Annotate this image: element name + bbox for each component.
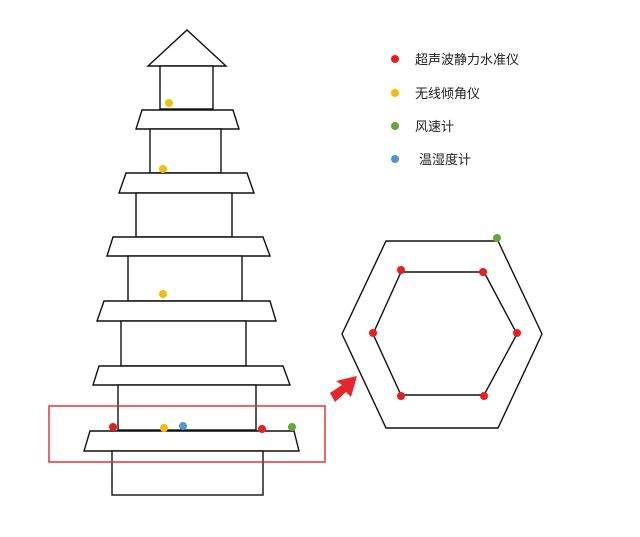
hexagon-inner [372,271,518,396]
sensor-ultrasonic-hex-4 [513,329,521,337]
legend-item-humidity: 温湿度计 [391,152,471,168]
sensor-ultrasonic-hex-1 [397,266,405,274]
pagoda-tier-2 [135,192,233,238]
legend-label-ultrasonic: 超声波静力水准仪 [415,53,519,68]
sensor-tilt-1 [165,99,173,107]
pagoda-eave-5 [92,365,292,386]
sensor-tilt-4 [160,424,168,432]
legend-item-tilt: 无线倾角仪 [391,87,480,102]
legend-dot-tilt [391,89,399,97]
pagoda-eave-1 [135,109,240,130]
legend-label-wind: 风速计 [415,120,454,135]
pagoda [83,29,300,496]
sensor-tilt-2 [159,165,167,173]
sensor-ultrasonic-hex-5 [397,392,405,400]
sensor-ultrasonic-right [258,425,266,433]
legend-label-humidity: 温湿度计 [419,152,471,168]
pagoda-eave-2 [118,172,255,194]
pagoda-tier-5 [117,384,257,431]
sensor-humidity [179,422,187,430]
sensor-ultrasonic-hex-6 [480,392,488,400]
sensor-ultrasonic-hex-2 [479,268,487,276]
pagoda-eave-4 [96,300,277,322]
sensor-wind-pagoda [288,423,296,431]
legend-label-tilt: 无线倾角仪 [415,87,480,102]
pagoda-tier-top [159,65,214,110]
pagoda-base [111,450,264,496]
pagoda-eave-3 [106,236,272,257]
sensor-tilt-3 [159,290,167,298]
pagoda-tier-4 [120,320,247,367]
sensor-ultrasonic-left [109,423,117,431]
sensor-points [109,99,521,433]
arrow-right-down-icon [330,376,357,402]
legend: 超声波静力水准仪 无线倾角仪 风速计 温湿度计 [391,53,519,168]
highlight-box [48,405,326,463]
legend-dot-humidity [391,155,399,163]
sensor-ultrasonic-hex-3 [369,329,377,337]
legend-dot-wind [391,122,399,130]
pagoda-roof-top [146,29,228,67]
sensor-wind-hex [493,234,501,242]
pagoda-tier-3 [127,255,243,302]
legend-dot-ultrasonic [391,55,399,63]
legend-item-ultrasonic: 超声波静力水准仪 [391,53,519,68]
legend-item-wind: 风速计 [391,120,454,135]
pagoda-eave-6 [83,430,300,452]
